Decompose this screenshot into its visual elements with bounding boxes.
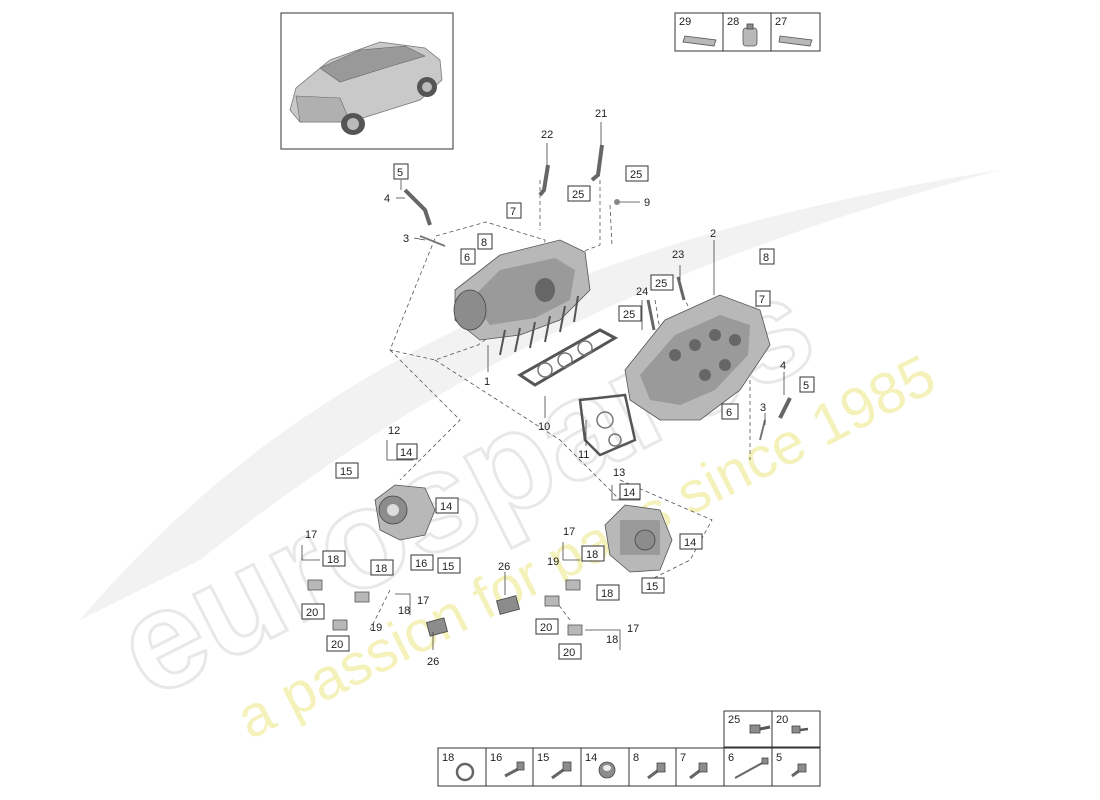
callout-25: 25 xyxy=(572,189,584,201)
callout-18: 18 xyxy=(375,563,387,575)
callout-20: 20 xyxy=(563,647,575,659)
callout-11: 11 xyxy=(578,449,589,461)
callout-2: 2 xyxy=(710,228,716,240)
callout-18: 18 xyxy=(586,549,598,561)
cylinder-head-left xyxy=(453,239,591,356)
hardware-table: 25 20 18 16 15 14 8 7 6 5 xyxy=(437,710,821,787)
callout-15: 15 xyxy=(646,581,658,593)
callout-20: 20 xyxy=(331,639,343,651)
consumable-number: 27 xyxy=(775,16,787,28)
bolt-icon xyxy=(647,762,666,780)
bolt-icon xyxy=(504,761,525,778)
callout-12: 12 xyxy=(388,425,400,437)
callout-3: 3 xyxy=(403,233,409,245)
callout-3: 3 xyxy=(760,402,766,414)
callout-17: 17 xyxy=(627,623,639,635)
callout-16: 16 xyxy=(415,558,427,570)
callout-10: 10 xyxy=(538,421,550,433)
callout-19: 19 xyxy=(370,622,382,634)
callout-15: 15 xyxy=(442,561,454,573)
callout-6: 6 xyxy=(464,252,470,264)
seal-ring-icon xyxy=(455,762,475,782)
callout-18: 18 xyxy=(601,588,613,600)
camshaft-adjuster-right xyxy=(604,504,673,573)
hardware-number: 5 xyxy=(776,752,782,764)
callout-9: 9 xyxy=(644,197,650,209)
boxed-callouts: 5 5 6 6 7 7 8 8 14 14 14 14 15 15 15 16 … xyxy=(301,163,815,660)
callout-6: 6 xyxy=(726,407,732,419)
callout-5: 5 xyxy=(397,167,403,179)
hardware-number: 8 xyxy=(633,752,639,764)
callout-14: 14 xyxy=(623,487,635,499)
callout-25: 25 xyxy=(623,309,635,321)
consumable-number: 28 xyxy=(727,16,739,28)
callout-14: 14 xyxy=(400,447,412,459)
callout-18: 18 xyxy=(398,605,410,617)
car-thumbnail xyxy=(280,12,454,150)
callout-8: 8 xyxy=(481,237,487,249)
callout-23: 23 xyxy=(672,249,684,261)
callout-5: 5 xyxy=(803,380,809,392)
sealant-tube-icon xyxy=(778,35,813,47)
callout-21: 21 xyxy=(595,108,607,120)
hardware-number: 25 xyxy=(728,714,740,726)
callout-26: 26 xyxy=(427,656,439,668)
long-bolt-icon xyxy=(734,757,769,779)
callout-4: 4 xyxy=(780,360,786,372)
hardware-number: 20 xyxy=(776,714,788,726)
callout-7: 7 xyxy=(510,206,516,218)
gasket-left xyxy=(517,328,619,387)
hardware-number: 6 xyxy=(728,752,734,764)
sleeve-icon xyxy=(598,761,616,779)
callout-4: 4 xyxy=(384,193,390,205)
callout-22: 22 xyxy=(541,129,553,141)
bolt-icon xyxy=(689,762,708,780)
car-icon xyxy=(289,41,443,135)
consumables-table: 29 28 27 xyxy=(674,12,821,52)
callout-24: 24 xyxy=(636,286,648,298)
hardware-number: 15 xyxy=(537,752,549,764)
cylinder-head-right xyxy=(624,294,771,421)
callout-1: 1 xyxy=(484,376,490,388)
gasket-right xyxy=(578,393,637,457)
callout-19: 19 xyxy=(547,556,559,568)
small-parts xyxy=(307,144,792,637)
hardware-number: 18 xyxy=(442,752,454,764)
callout-7: 7 xyxy=(759,294,765,306)
camshaft-adjuster-left xyxy=(374,484,436,541)
callouts: 1 2 3 3 4 4 9 10 11 12 13 17 17 17 17 18… xyxy=(305,108,786,668)
callout-13: 13 xyxy=(613,467,625,479)
bolt-icon xyxy=(791,725,809,734)
bolt-icon xyxy=(551,761,572,780)
hardware-number: 14 xyxy=(585,752,597,764)
callout-26: 26 xyxy=(498,561,510,573)
sealant-tube-icon xyxy=(682,35,717,47)
callout-8: 8 xyxy=(763,252,769,264)
hardware-number: 7 xyxy=(680,752,686,764)
bolt-icon xyxy=(791,763,807,778)
callout-18: 18 xyxy=(327,554,339,566)
callout-25: 25 xyxy=(655,278,667,290)
callout-17: 17 xyxy=(417,595,429,607)
consumable-number: 29 xyxy=(679,16,691,28)
callout-14: 14 xyxy=(684,537,696,549)
callout-14: 14 xyxy=(440,501,452,513)
bolt-icon xyxy=(749,724,771,734)
hardware-number: 16 xyxy=(490,752,502,764)
callout-17: 17 xyxy=(305,529,317,541)
callout-17: 17 xyxy=(563,526,575,538)
bottle-icon xyxy=(742,27,758,47)
callout-20: 20 xyxy=(540,622,552,634)
callout-18: 18 xyxy=(606,634,618,646)
callout-20: 20 xyxy=(306,607,318,619)
callout-15: 15 xyxy=(340,466,352,478)
callout-25: 25 xyxy=(630,169,642,181)
